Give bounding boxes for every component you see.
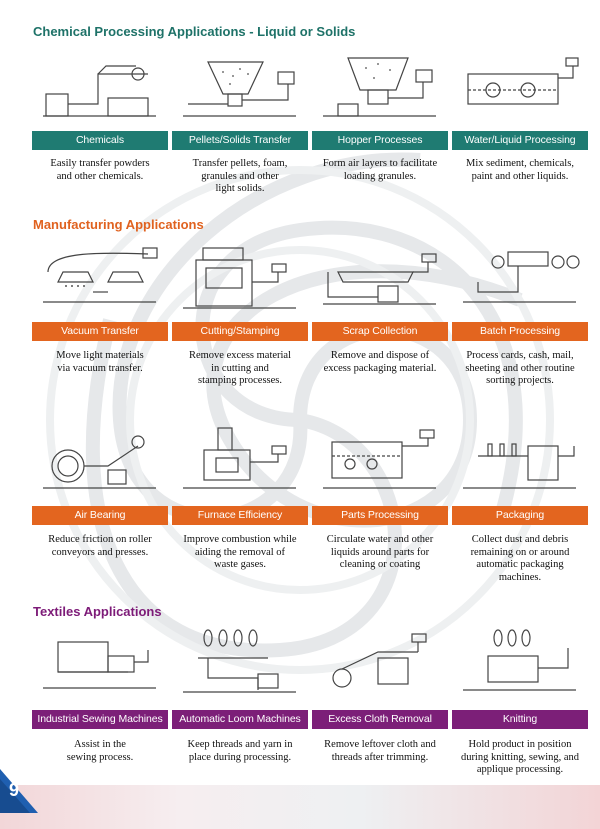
desc-water-liquid: Mix sediment, chemicals, paint and other… [466, 158, 574, 182]
section-title-textiles: Textiles Applications [33, 604, 162, 619]
label-bar-furnace-efficiency: Furnace Efficiency [172, 506, 308, 525]
vacuum-transfer-illustration [43, 247, 158, 303]
label-bar-parts-processing: Parts Processing [312, 506, 448, 525]
pellets-hopper-illustration [183, 61, 296, 117]
batch-processing-illustration [463, 251, 580, 303]
cutting-machine-illustration [183, 247, 296, 309]
packaging-machine-illustration [463, 443, 576, 489]
desc-parts-processing: Circulate water and other liquids around… [326, 534, 434, 570]
footer-band [0, 785, 600, 829]
parts-tank-illustration [323, 429, 436, 489]
desc-pellets-solids: Transfer pellets, foam, granules and oth… [192, 158, 288, 194]
section-title-manufacturing: Manufacturing Applications [33, 217, 204, 232]
section-title-chemical: Chemical Processing Applications - Liqui… [33, 24, 356, 39]
label-bar-water-liquid: Water/Liquid Processing [452, 131, 588, 150]
desc-scrap-collection: Remove and dispose of excess packaging m… [323, 350, 437, 374]
label-bar-chemicals: Chemicals [32, 131, 168, 150]
label-bar-packaging: Packaging [452, 506, 588, 525]
page-number-badge [0, 769, 38, 813]
label-bar-pellets-solids: Pellets/Solids Transfer [172, 131, 308, 150]
knitting-machine-illustration [463, 629, 576, 691]
air-bearing-illustration [43, 435, 156, 489]
desc-loom-machines: Keep threads and yarn in place during pr… [187, 739, 293, 763]
cloth-removal-illustration [332, 633, 427, 688]
label-bar-air-bearing: Air Bearing [32, 506, 168, 525]
loom-machine-illustration [183, 629, 296, 693]
label-bar-sewing-machines: Industrial Sewing Machines [32, 710, 168, 729]
desc-air-bearing: Reduce friction on roller conveyors and … [48, 534, 152, 558]
liquid-tank-illustration [467, 57, 579, 105]
label-bar-vacuum-transfer: Vacuum Transfer [32, 322, 168, 341]
desc-sewing-machines: Assist in the sewing process. [66, 739, 134, 763]
label-bar-batch-processing: Batch Processing [452, 322, 588, 341]
sewing-machine-illustration [43, 641, 156, 689]
desc-vacuum-transfer: Move light materials via vacuum transfer… [56, 350, 144, 374]
desc-knitting: Hold product in position during knitting… [460, 739, 580, 775]
desc-cutting-stamping: Remove excess material in cutting and st… [188, 350, 292, 386]
label-bar-scrap-collection: Scrap Collection [312, 322, 448, 341]
label-bar-cutting-stamping: Cutting/Stamping [172, 322, 308, 341]
desc-cloth-removal: Remove leftover cloth and threads after … [324, 739, 436, 763]
label-bar-cloth-removal: Excess Cloth Removal [312, 710, 448, 729]
chemical-transfer-illustration [43, 65, 156, 117]
scrap-collection-illustration [323, 253, 437, 305]
desc-hopper-processes: Form air layers to facilitate loading gr… [322, 158, 438, 182]
desc-chemicals: Easily transfer powders and other chemic… [50, 158, 150, 182]
desc-batch-processing: Process cards, cash, mail, sheeting and … [465, 350, 575, 386]
hopper-illustration [323, 57, 436, 117]
label-bar-hopper-processes: Hopper Processes [312, 131, 448, 150]
label-bar-knitting: Knitting [452, 710, 588, 729]
desc-furnace-efficiency: Improve combustion while aiding the remo… [183, 534, 297, 570]
page-number: 9 [9, 780, 20, 800]
desc-packaging: Collect dust and debris remaining on or … [470, 534, 570, 583]
label-bar-loom-machines: Automatic Loom Machines [172, 710, 308, 729]
furnace-illustration [183, 427, 296, 489]
